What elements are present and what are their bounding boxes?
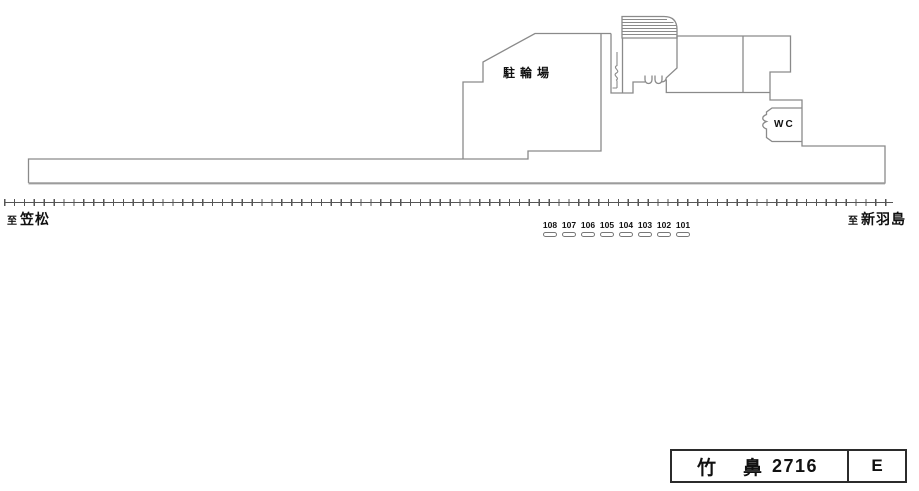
marker-number: 104 <box>618 220 634 230</box>
marker-box <box>676 231 690 237</box>
marker-item: 104 <box>617 221 635 237</box>
marker-number: 102 <box>656 220 672 230</box>
station-name: 竹鼻 <box>697 457 790 479</box>
marker-box <box>581 231 595 237</box>
marker-box <box>543 231 557 237</box>
marker-item: 101 <box>674 221 692 237</box>
marker-number: 105 <box>599 220 615 230</box>
destination-left: 至 笠松 <box>7 209 50 229</box>
marker-number: 103 <box>637 220 653 230</box>
destination-right-prefix: 至 <box>848 216 858 227</box>
track-line <box>4 199 893 206</box>
destination-left-prefix: 至 <box>7 216 17 227</box>
stairs-block <box>621 15 678 39</box>
destination-right-station: 新羽島 <box>861 211 906 227</box>
bicycle-parking-label: 駐輪場 <box>503 66 555 80</box>
passage-walls <box>610 33 645 94</box>
marker-box <box>657 231 671 237</box>
wc-label: WC <box>774 119 795 130</box>
marker-item: 107 <box>560 221 578 237</box>
pole-markers: 108 107 106 105 104 103 102 101 <box>541 221 692 237</box>
stairs-hatch-lines <box>622 19 677 35</box>
marker-box <box>638 231 652 237</box>
title-box-main-cell: 竹鼻 2716 <box>672 451 847 481</box>
ticket-gate-symbols <box>644 75 663 85</box>
station-drawing <box>27 15 886 185</box>
marker-item: 103 <box>636 221 654 237</box>
slope-break-symbol <box>612 52 619 89</box>
station-building-outline <box>28 35 886 184</box>
marker-box <box>619 231 633 237</box>
marker-item: 106 <box>579 221 597 237</box>
marker-box <box>600 231 614 237</box>
destination-left-station: 笠松 <box>20 211 50 227</box>
marker-number: 108 <box>542 220 558 230</box>
destination-right: 至 新羽島 <box>848 209 906 229</box>
marker-item: 108 <box>541 221 559 237</box>
marker-item: 102 <box>655 221 673 237</box>
drawing-title-box: 竹鼻 2716 E <box>670 449 907 483</box>
marker-number: 101 <box>675 220 691 230</box>
marker-number: 106 <box>580 220 596 230</box>
marker-number: 107 <box>561 220 577 230</box>
drawing-number: 2716 <box>772 455 819 476</box>
wc-room-outline <box>762 107 802 143</box>
platform-and-shed-outline <box>27 32 611 183</box>
marker-item: 105 <box>598 221 616 237</box>
building-floor-and-divider <box>665 36 770 94</box>
drawing-code: E <box>847 451 905 481</box>
marker-box <box>562 231 576 237</box>
